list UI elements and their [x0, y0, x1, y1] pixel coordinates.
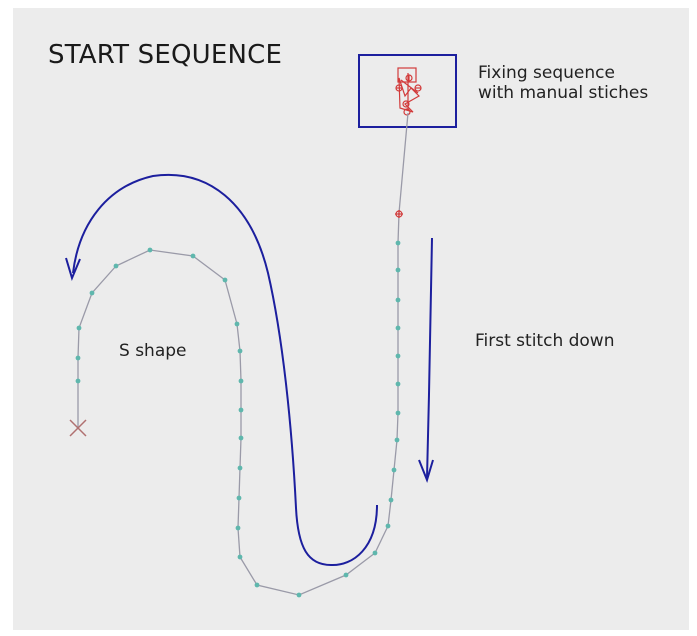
stitch-points: [75, 240, 401, 598]
s-shape-arrow: [65, 173, 378, 567]
manual-stitch-cluster: [395, 67, 422, 116]
fixing-sequence-box: [358, 54, 457, 128]
fixing-sequence-line-1: Fixing sequence: [478, 63, 615, 83]
stitch-path: [77, 112, 409, 596]
fixing-sequence-line-2: with manual stiches: [478, 83, 649, 104]
diagram-canvas: START SEQUENCE Fixing sequence with manu…: [13, 8, 689, 630]
first-stitch-down-label: First stitch down: [475, 331, 615, 351]
fixing-sequence-label: Fixing sequence with manual stiches: [478, 63, 648, 104]
s-shape-label: S shape: [119, 341, 187, 361]
end-marker-x: [69, 419, 87, 437]
diagram-title: START SEQUENCE: [48, 40, 283, 70]
diagram-svg: [65, 54, 457, 598]
manual-stitch-marker: [395, 210, 403, 218]
first-stitch-down-arrow: [418, 237, 434, 484]
